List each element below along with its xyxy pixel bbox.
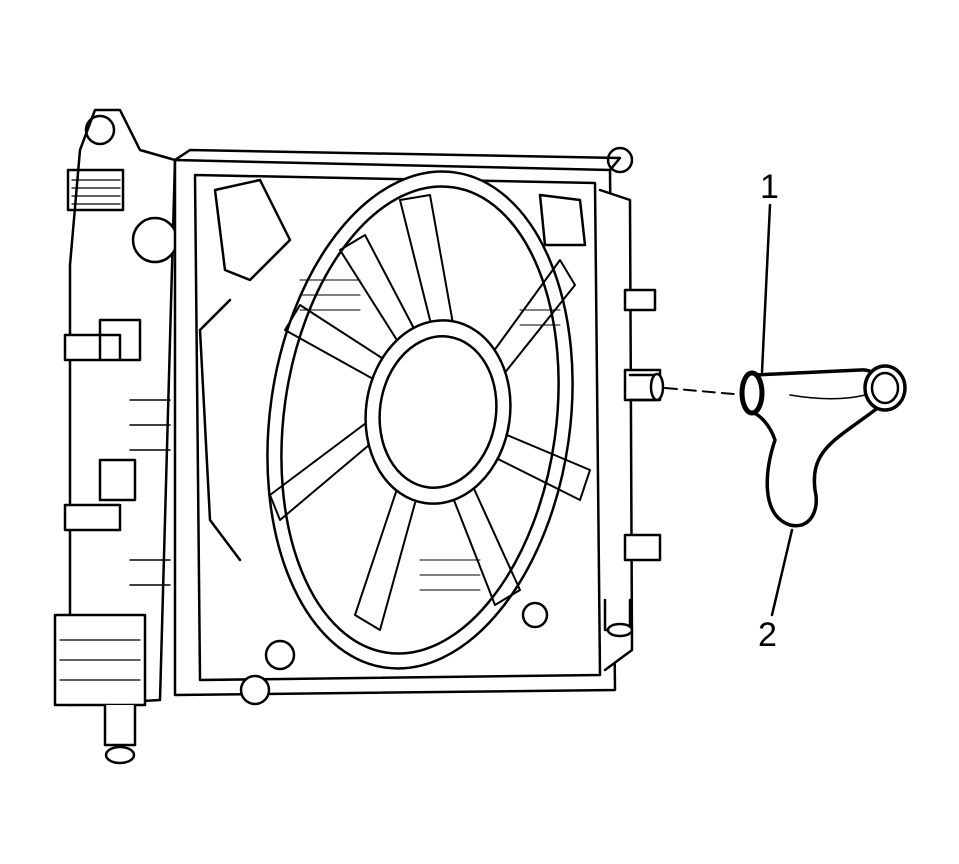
radiator-left-tank bbox=[53, 108, 179, 765]
radiator-outlet-pipe bbox=[628, 372, 746, 402]
callout-label-2: 2 bbox=[758, 616, 777, 654]
callout-2-leader bbox=[770, 528, 794, 617]
hose-clamp bbox=[739, 370, 765, 416]
fan-hub bbox=[364, 319, 512, 505]
callout-label-1: 1 bbox=[760, 168, 779, 206]
callout-1-leader bbox=[760, 203, 772, 374]
radiator-hose bbox=[739, 364, 907, 528]
fan-blades bbox=[269, 194, 591, 631]
